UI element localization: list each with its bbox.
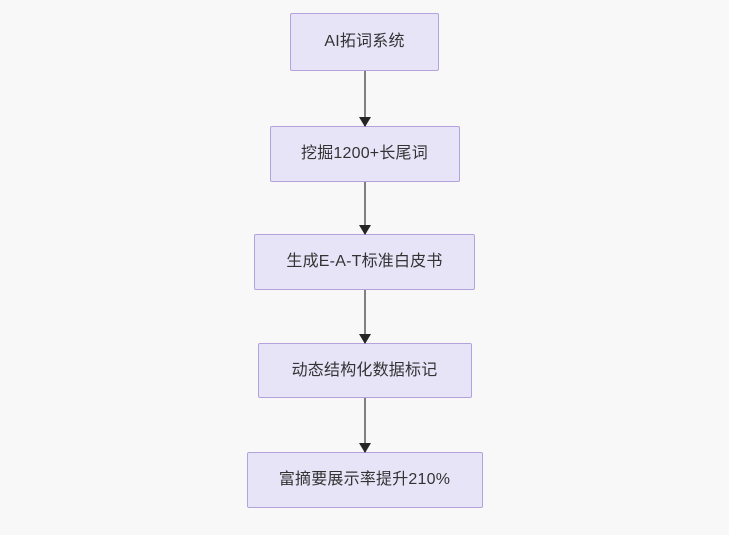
arrow-down-icon (358, 334, 371, 344)
flowchart-node-label: 挖掘1200+长尾词 (301, 145, 428, 162)
flowchart-node-n1[interactable]: AI拓词系统 (290, 13, 439, 71)
flowchart-node-label: 富摘要展示率提升210% (278, 471, 451, 488)
flowchart-node-n3[interactable]: 生成E-A-T标准白皮书 (254, 234, 475, 290)
arrow-down-icon (358, 225, 371, 235)
edge-line (363, 398, 366, 452)
flowchart-edge-n4-n5 (358, 398, 372, 453)
flowchart-node-label: AI拓词系统 (324, 33, 405, 50)
flowchart-node-label: 生成E-A-T标准白皮书 (286, 253, 443, 270)
arrow-down-icon (358, 443, 371, 453)
flowchart-node-column: AI拓词系统 挖掘1200+长尾词 生成E-A-T标准白皮书 动态结构化数据标记 (246, 13, 483, 508)
flowchart-edge-n1-n2 (358, 71, 372, 127)
edge-line (363, 71, 366, 126)
flowchart-node-n2[interactable]: 挖掘1200+长尾词 (269, 126, 460, 182)
flowchart-node-n5[interactable]: 富摘要展示率提升210% (246, 452, 483, 508)
flowchart-edge-n3-n4 (358, 290, 372, 344)
arrow-down-icon (358, 117, 371, 127)
edge-line (363, 182, 366, 234)
edge-line (363, 290, 366, 343)
flowchart-edge-n2-n3 (358, 182, 372, 235)
flowchart-node-label: 动态结构化数据标记 (291, 361, 438, 379)
flowchart-node-n4[interactable]: 动态结构化数据标记 (257, 343, 472, 398)
